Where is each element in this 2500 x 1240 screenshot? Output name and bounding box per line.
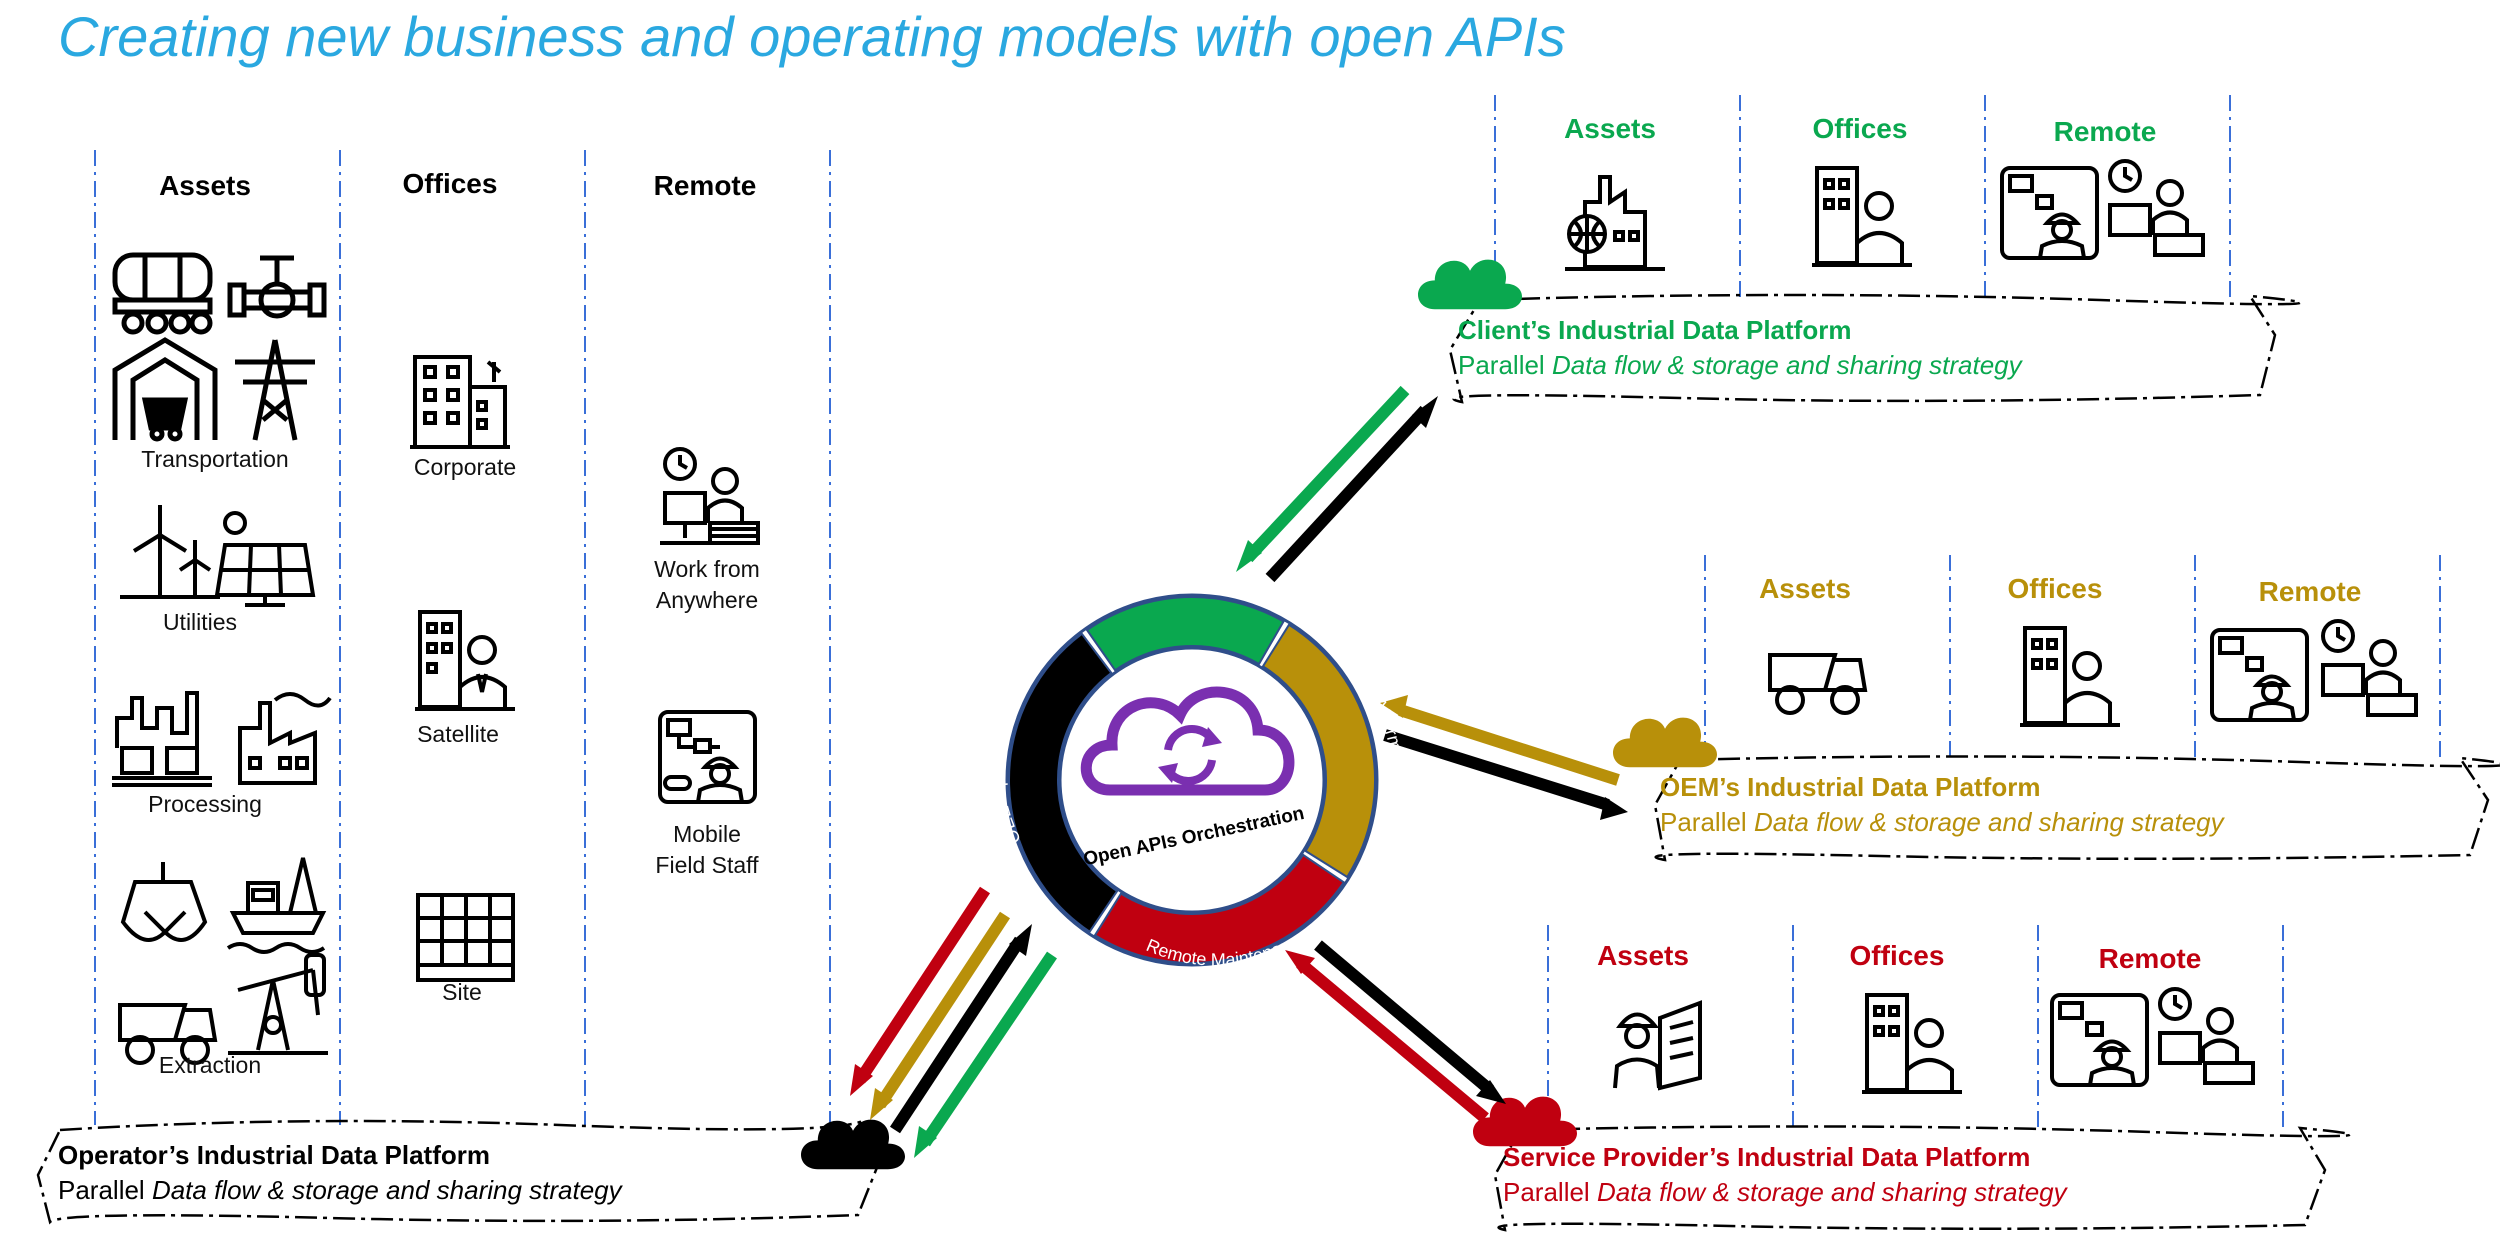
operator-section: Transportation Utilities Processing — [36, 150, 905, 1225]
hub-segments — [1008, 596, 1376, 964]
extraction-label: Extraction — [159, 1052, 261, 1078]
field-worker-icon — [658, 710, 757, 804]
operator-column-dividers — [94, 150, 831, 1125]
office-worker-icon — [1812, 166, 1912, 267]
client-platform-subtitle: Parallel Data flow & storage and sharing… — [1458, 350, 2022, 380]
remote-worker-icon — [2321, 619, 2418, 717]
factory-icon — [1565, 175, 1665, 271]
provider-header-assets: Assets — [1597, 940, 1689, 971]
engineer-blueprint-icon — [1613, 1000, 1702, 1091]
wind-turbine-icon — [120, 505, 220, 599]
remote-worker-icon — [2108, 159, 2205, 257]
grabber-icon — [120, 862, 208, 942]
flow-arrows — [850, 385, 1628, 1158]
hub-segment-remote-maintenance — [1093, 853, 1346, 964]
client-platform-box — [1448, 293, 2302, 404]
cloud-icon — [1473, 1096, 1577, 1147]
oem-platform-subtitle: Parallel Data flow & storage and sharing… — [1660, 807, 2224, 837]
hub: Open APIs Orchestration Customer Satisfa… — [987, 567, 1409, 970]
provider-header-offices: Offices — [1849, 940, 1945, 971]
hub-segment-customer-satisfaction — [1085, 596, 1285, 672]
operator-header-offices: Offices — [402, 168, 498, 199]
remote-worker-icon — [660, 447, 760, 545]
provider-column-dividers — [1547, 925, 2284, 1130]
valve-icon — [227, 255, 327, 319]
refinery-icon — [112, 691, 212, 787]
site-building-icon — [416, 893, 515, 982]
client-arrows — [1236, 385, 1438, 583]
satellite-label: Satellite — [417, 721, 499, 747]
power-tower-icon — [235, 339, 315, 441]
mobile-label-line1: Mobile — [673, 821, 741, 847]
provider-arrows — [1285, 940, 1506, 1123]
operator-platform-subtitle: Parallel Data flow & storage and sharing… — [58, 1175, 622, 1205]
utilities-label: Utilities — [163, 609, 237, 635]
pump-jack-icon — [228, 953, 328, 1055]
page-title: Creating new business and operating mode… — [58, 5, 1566, 68]
mobile-label-line2: Field Staff — [655, 852, 759, 878]
processing-label: Processing — [148, 791, 262, 817]
oem-platform-box — [1653, 755, 2500, 862]
remote-worker-icon — [2158, 987, 2255, 1085]
provider-header-remote: Remote — [2098, 943, 2202, 974]
remote-label-line2: Anywhere — [656, 587, 758, 613]
cloud-sync-icon — [1080, 686, 1295, 796]
client-section — [1418, 95, 2302, 404]
site-label: Site — [442, 979, 482, 1005]
provider-section — [1473, 925, 2352, 1232]
hub-segment-aftermarket-process — [1261, 623, 1376, 879]
oem-platform-title: OEM’s Industrial Data Platform — [1660, 772, 2041, 802]
remote-label-line1: Work from — [654, 556, 760, 582]
field-worker-icon — [2000, 166, 2099, 260]
field-worker-icon — [2210, 628, 2309, 722]
provider-platform-title: Service Provider’s Industrial Data Platf… — [1503, 1142, 2031, 1172]
provider-platform-box — [1493, 1125, 2352, 1232]
client-platform-title: Client’s Industrial Data Platform — [1458, 315, 1852, 345]
operator-header-remote: Remote — [653, 170, 757, 201]
operator-platform-box — [36, 1119, 882, 1225]
office-worker-icon — [1862, 993, 1962, 1094]
operator-platform-title: Operator’s Industrial Data Platform — [58, 1140, 490, 1170]
dump-truck-icon — [118, 1003, 218, 1065]
oem-column-dividers — [1704, 555, 2441, 760]
client-header-remote: Remote — [2053, 116, 2157, 147]
solar-panel-icon — [214, 511, 316, 607]
provider-platform-subtitle: Parallel Data flow & storage and sharing… — [1503, 1177, 2067, 1207]
transportation-label: Transportation — [141, 446, 288, 472]
cloud-icon — [801, 1119, 905, 1170]
mine-cart-icon — [112, 337, 218, 442]
client-header-offices: Offices — [1812, 113, 1908, 144]
hub-segment-oee-optimization — [1008, 632, 1119, 934]
office-worker-icon — [2020, 626, 2120, 727]
oem-section — [1613, 555, 2500, 862]
corporate-label: Corporate — [414, 454, 516, 480]
office-building-icon — [410, 355, 510, 449]
dump-truck-icon — [1768, 653, 1868, 715]
oem-header-offices: Offices — [2007, 573, 2103, 604]
factory-icon — [238, 692, 332, 785]
office-worker-icon — [415, 610, 515, 711]
client-header-assets: Assets — [1564, 113, 1656, 144]
oem-header-remote: Remote — [2258, 576, 2362, 607]
operator-arrows — [850, 886, 1057, 1158]
tank-car-icon — [112, 252, 213, 335]
field-worker-icon — [2050, 993, 2149, 1087]
oil-rig-icon — [226, 857, 327, 954]
oem-arrows — [1380, 695, 1628, 820]
operator-header-assets: Assets — [159, 170, 251, 201]
oem-header-assets: Assets — [1759, 573, 1851, 604]
cloud-icon — [1613, 717, 1717, 768]
cloud-icon — [1418, 259, 1522, 310]
